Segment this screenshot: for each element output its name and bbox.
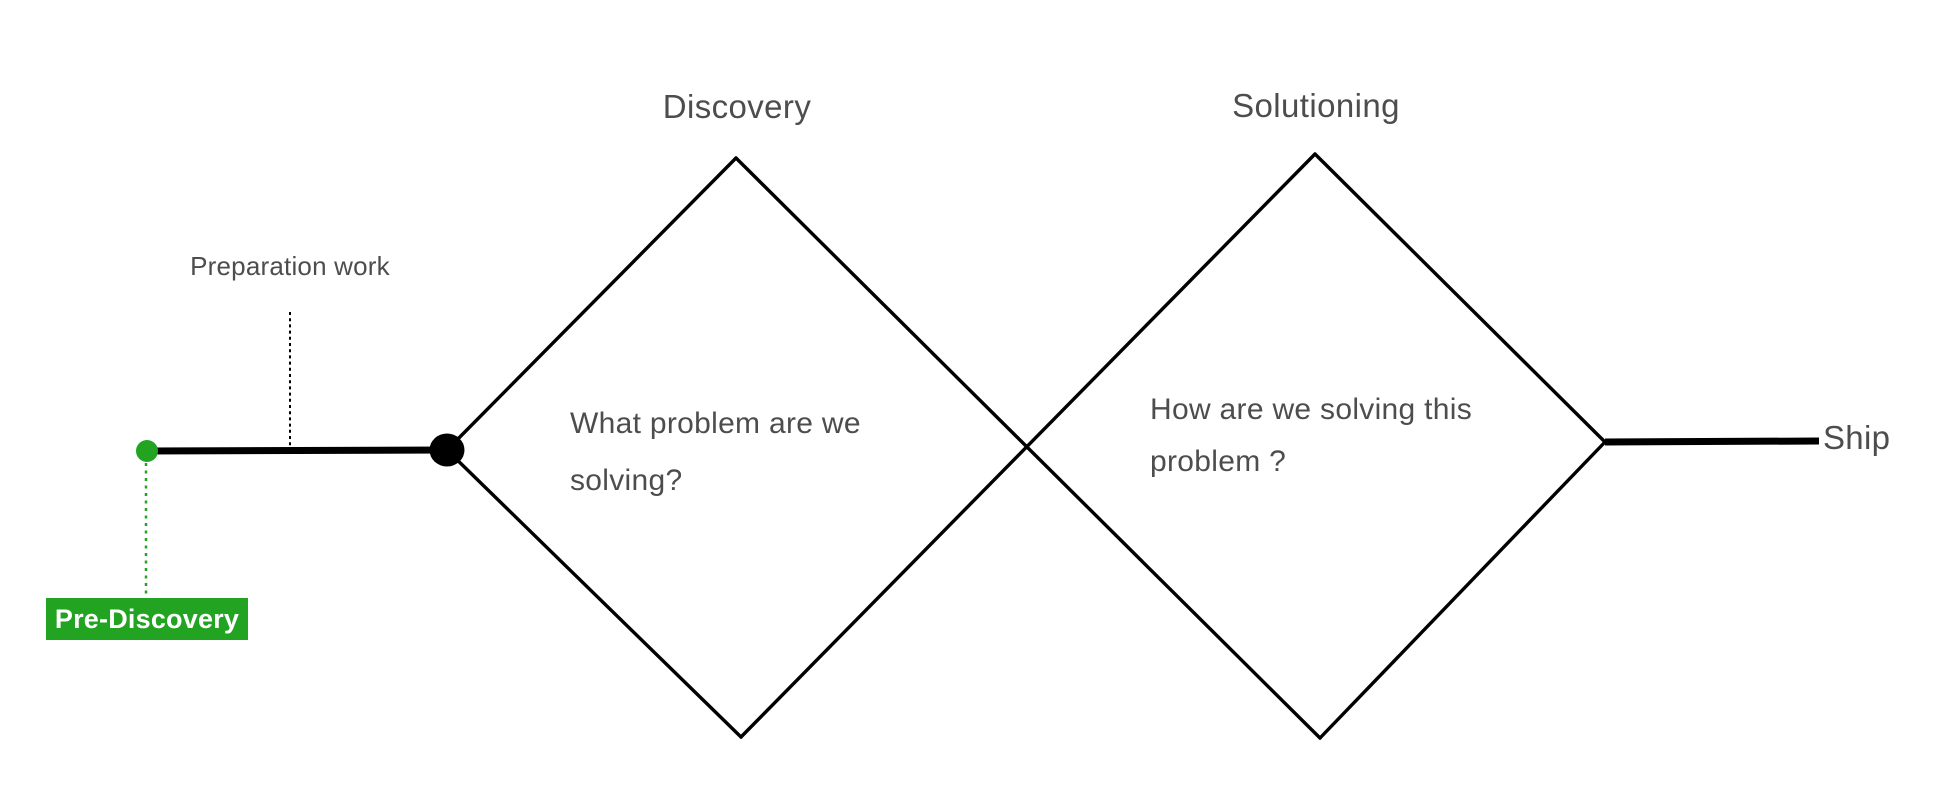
solutioning-edge-top-right	[1313, 152, 1607, 444]
discovery-edge-top-left	[445, 156, 738, 452]
discovery-question: What problem are we solving?	[570, 407, 861, 497]
timeline-segment-right	[1604, 437, 1820, 446]
solutioning-question: How are we solving this problem ?	[1150, 393, 1473, 478]
cross-edge-ascending	[739, 152, 1317, 739]
discovery-start-dot	[429, 433, 465, 467]
pre-discovery-badge: Pre-Discovery	[46, 598, 248, 640]
pre-discovery-start-dot	[136, 440, 158, 462]
double-diamond-outline	[445, 152, 1607, 740]
timeline-segment-left	[146, 446, 448, 455]
discovery-label: Discovery	[662, 88, 812, 125]
pre-discovery-badge-label: Pre-Discovery	[54, 603, 240, 634]
preparation-work-label: Preparation work	[190, 251, 390, 281]
discovery-edge-bottom-left	[445, 448, 743, 739]
cross-edge-descending	[734, 156, 1322, 740]
solutioning-edge-bottom-right	[1318, 440, 1607, 740]
solutioning-label: Solutioning	[1232, 87, 1400, 124]
ship-label: Ship	[1823, 419, 1891, 456]
